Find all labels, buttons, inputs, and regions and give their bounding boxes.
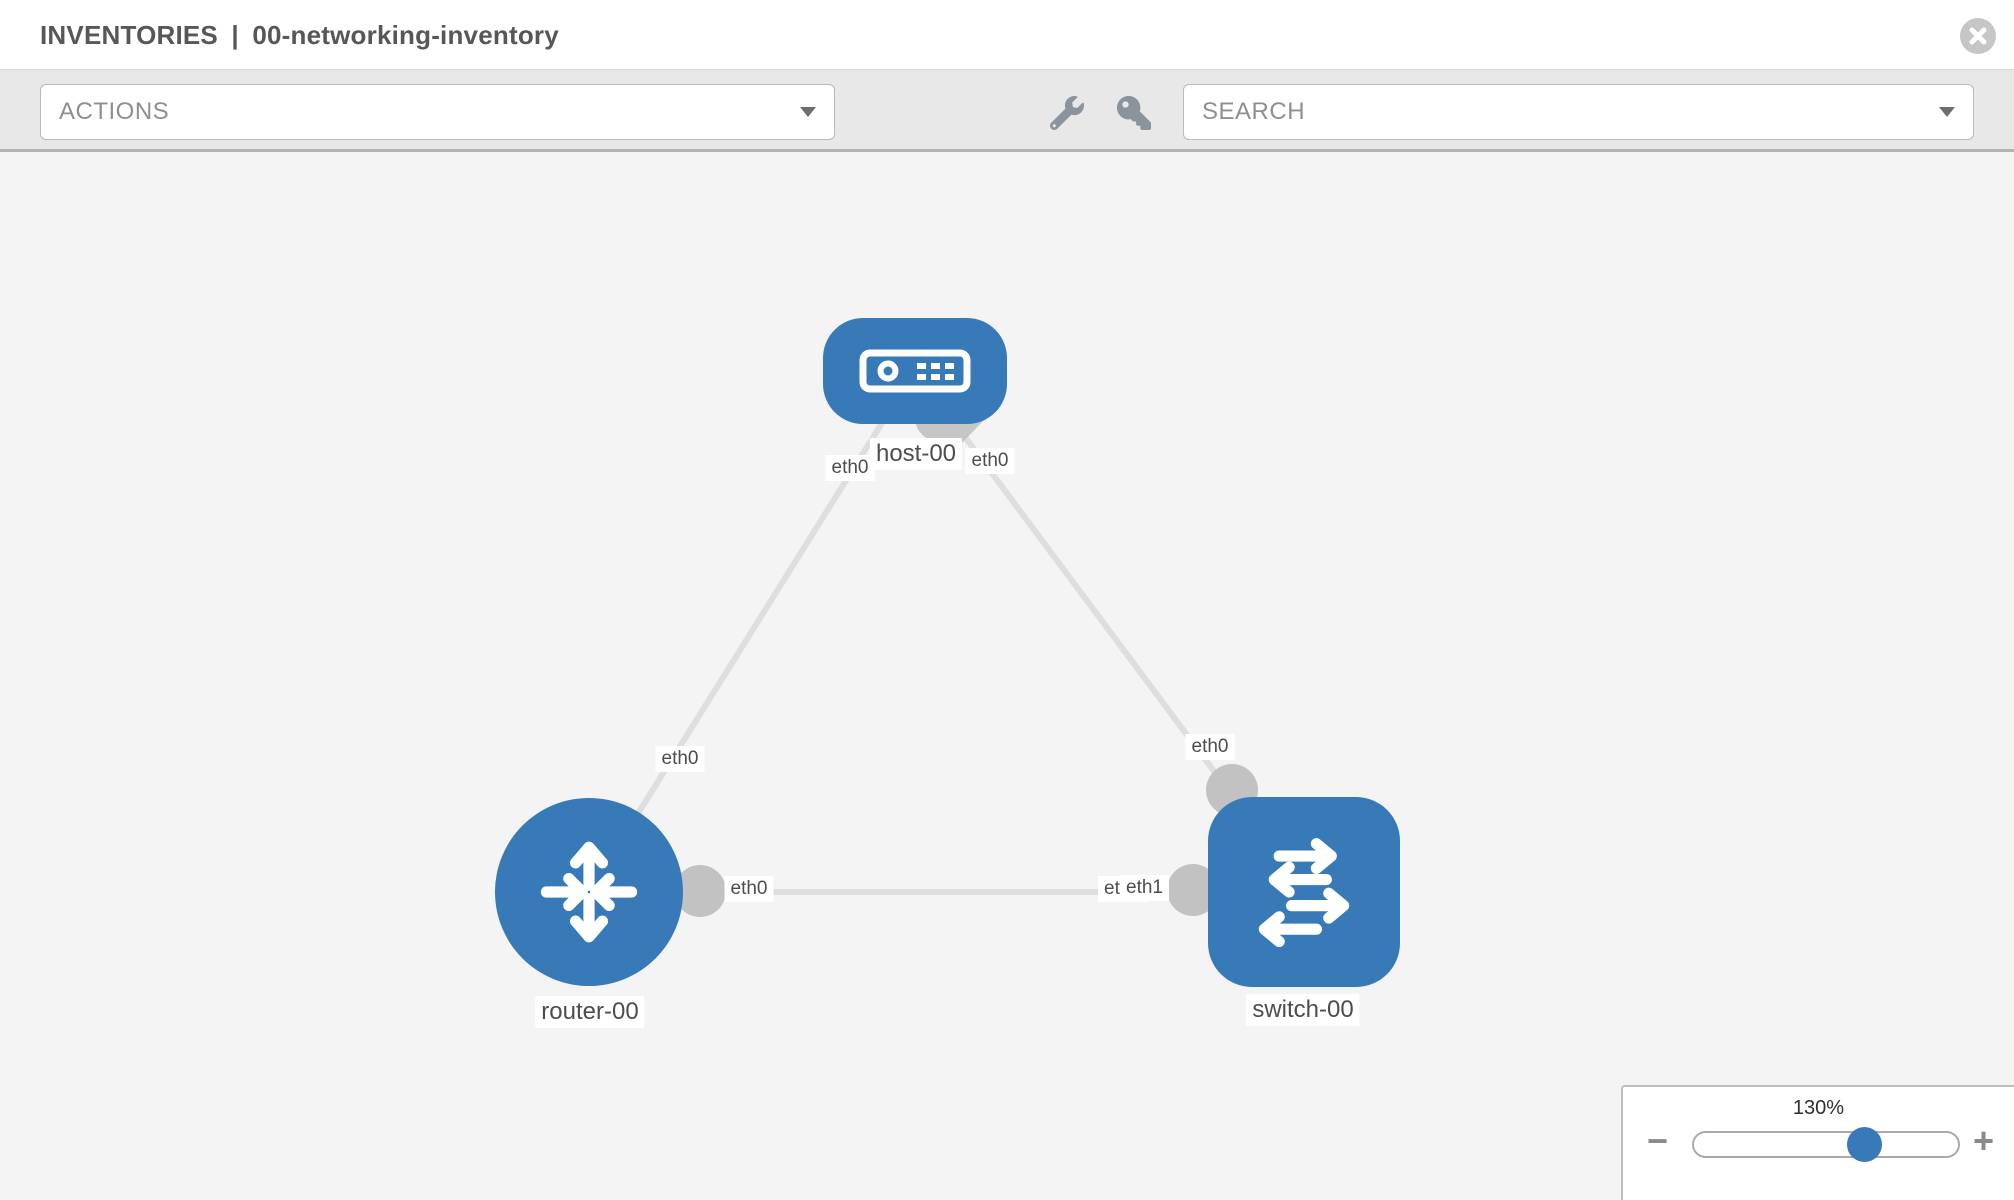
zoom-slider-track[interactable] [1692, 1131, 1960, 1158]
wrench-icon[interactable] [1050, 96, 1084, 130]
topology-links-layer [586, 368, 1307, 917]
zoom-out-button[interactable]: − [1647, 1120, 1669, 1161]
if-label-switch-horiz-eth1: eth1 [1120, 875, 1169, 901]
zoom-in-button[interactable]: + [1973, 1120, 1995, 1161]
endpoint-host-tail [930, 418, 986, 447]
node-label-host-00: host-00 [869, 438, 963, 470]
router-icon [540, 841, 638, 943]
node-host-00[interactable] [823, 318, 1007, 424]
key-icon[interactable] [1117, 96, 1151, 130]
topology-canvas[interactable]: host-00 router-00 switch-00 eth0 eth0 et… [0, 152, 2014, 1200]
if-label-router-diag-eth0: eth0 [655, 746, 705, 772]
if-label-router-horiz-eth0: eth0 [724, 876, 774, 902]
switch-icon [1258, 838, 1350, 948]
close-button[interactable] [1960, 18, 1996, 54]
node-switch-00[interactable] [1208, 797, 1400, 987]
actions-dropdown-label: ACTIONS [59, 98, 170, 125]
search-dropdown-label: SEARCH [1202, 98, 1306, 125]
endpoint-router-eth0 [674, 865, 726, 917]
if-label-host-eth0-left: eth0 [825, 455, 875, 481]
zoom-level-value: 130% [1792, 1097, 1845, 1119]
search-dropdown[interactable]: SEARCH [1183, 84, 1974, 140]
node-label-router-00: router-00 [535, 996, 645, 1028]
chevron-down-icon [800, 107, 816, 117]
toolbar: ACTIONS SEARCH [0, 70, 2014, 152]
close-icon [1969, 27, 1987, 45]
chevron-down-icon [1939, 107, 1955, 117]
page-title: INVENTORIES | 00-networking-inventory [40, 20, 565, 51]
zoom-panel: 130% − + [1621, 1085, 2014, 1200]
page-title-primary: INVENTORIES [40, 20, 218, 50]
zoom-slider-thumb[interactable] [1847, 1127, 1882, 1162]
endpoint-switch-eth1 [1167, 864, 1219, 916]
window-header: INVENTORIES | 00-networking-inventory [0, 0, 2014, 70]
node-label-switch-00: switch-00 [1246, 994, 1360, 1026]
host-icon [859, 349, 971, 393]
if-label-switch-diag-eth0: eth0 [1185, 734, 1235, 760]
if-label-host-eth0-right: eth0 [965, 448, 1015, 474]
page-title-separator: | [231, 20, 239, 50]
actions-dropdown[interactable]: ACTIONS [40, 84, 835, 140]
page-title-secondary: 00-networking-inventory [252, 20, 559, 50]
node-router-00[interactable] [495, 798, 683, 986]
